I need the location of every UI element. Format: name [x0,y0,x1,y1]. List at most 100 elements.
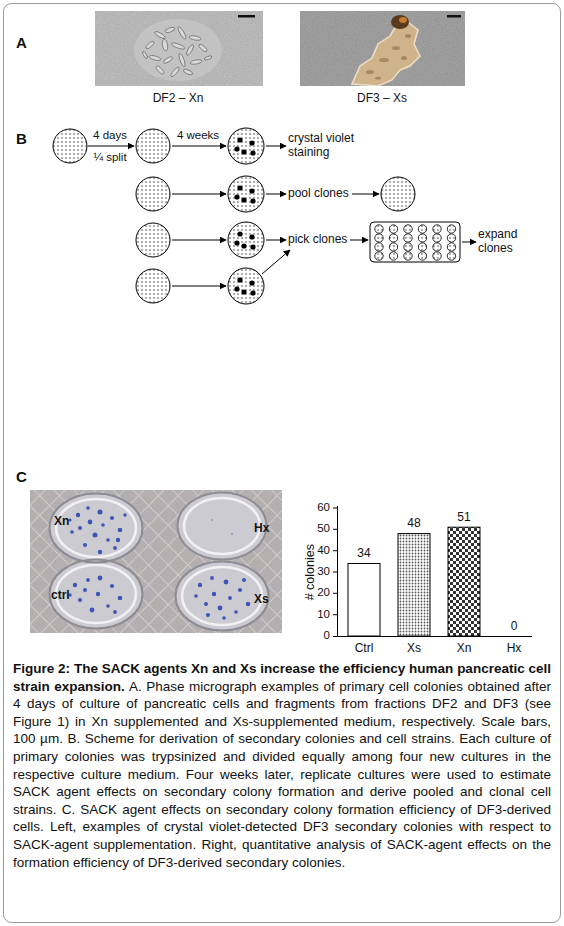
colony-dot [237,137,242,142]
culture-dish [228,176,264,212]
dish-label: Xs [254,592,269,606]
stained-colony [238,588,242,592]
tick-label: 60 [296,501,330,514]
stained-colony [116,538,120,542]
stained-colony [110,516,114,520]
cell-shapes [185,44,194,56]
cell-shapes [142,51,149,59]
scheme-arrow [88,146,134,147]
stained-colony [86,506,90,510]
plate-well [375,243,383,251]
dish-outline [50,494,143,563]
cell-shapes [142,26,213,78]
caption-text: A. Phase micrograph examples of primary … [13,679,551,870]
plate-well [389,252,397,260]
stained-colony [88,520,93,525]
tick-label: 50 [296,522,330,535]
stained-colony [123,513,126,516]
colony-texture [366,34,411,80]
bar [448,527,480,636]
cell-shapes [183,68,194,76]
culture-dish [381,177,415,211]
value-label: 48 [399,517,429,531]
stained-colony [90,608,95,613]
colony-dot [234,240,239,245]
stained-colony [231,533,233,535]
colony-dot [250,290,255,295]
stained-colony [70,530,74,534]
panel-letter: B [16,130,40,147]
stained-colony [218,606,223,611]
stained-colony [234,610,238,614]
well-plate [370,222,460,262]
step-label: 4 days [80,129,140,142]
plate-well [418,252,426,260]
chart-axis [333,614,338,615]
colony-shape [352,22,420,86]
stained-colony [246,602,250,606]
chart-axis [333,572,338,573]
micrograph [134,19,222,81]
culture-dish: ctrl [48,558,144,630]
stained-colony [106,538,110,542]
scale-bar [238,15,255,18]
colony-dot [234,286,239,291]
stained-colony [110,584,114,588]
scheme-arrow [262,250,290,274]
dish-rim [182,567,262,625]
micrograph [95,11,263,86]
dish-interior [178,493,266,559]
colony-dot [250,244,255,249]
chart-axis [333,506,532,637]
dish-outline [176,562,269,631]
plate-well [433,243,441,251]
culture-scheme [53,128,476,304]
scheme-arrow [172,286,226,287]
plate-well [389,234,397,242]
cell-shapes [177,26,187,40]
colony-dot [237,185,242,190]
cell-shapes [170,66,181,78]
colony-texture [375,77,381,80]
plate-well [404,234,412,242]
culture-dish [228,128,264,164]
culture-dish [228,268,264,304]
cell-shapes [145,40,155,49]
cell-shapes [165,26,176,33]
step-label: ¼ split [80,151,140,164]
bar [398,534,430,636]
chart-axis [333,529,338,530]
category-label: Xs [394,642,434,656]
colony-texture [405,34,411,38]
plate-well [375,225,456,260]
tick-label: 0 [296,629,330,642]
stained-colony [73,583,77,587]
dish-interior [50,494,142,562]
scheme-arrow [462,242,476,243]
scale-bar [447,15,461,18]
dish-outline [48,492,144,564]
axis-title: # colonies [303,527,317,617]
category-label: Ctrl [344,642,384,656]
culture-dish [228,222,264,258]
panel-letter: A [16,34,40,51]
stained-colony [206,613,210,617]
micrograph [95,11,263,86]
plate-well [375,225,383,233]
scheme-arrow [266,146,286,147]
plate-well [433,225,441,233]
scheme-arrow [88,146,476,286]
colony-dot [234,146,239,151]
outcome-label: expand clones [478,228,534,256]
category-label: Xn [444,642,484,656]
stained-colony [76,513,80,517]
plate-well [418,234,426,242]
dish-outline [178,493,267,560]
colony-dot [250,198,255,203]
stained-colony [210,576,214,580]
cell-shapes [171,42,186,51]
colony-dot [241,197,246,202]
stained-colony [118,596,123,601]
figure-caption: Figure 2: The SACK agents Xn and Xs incr… [13,660,551,871]
plate-well [389,243,397,251]
